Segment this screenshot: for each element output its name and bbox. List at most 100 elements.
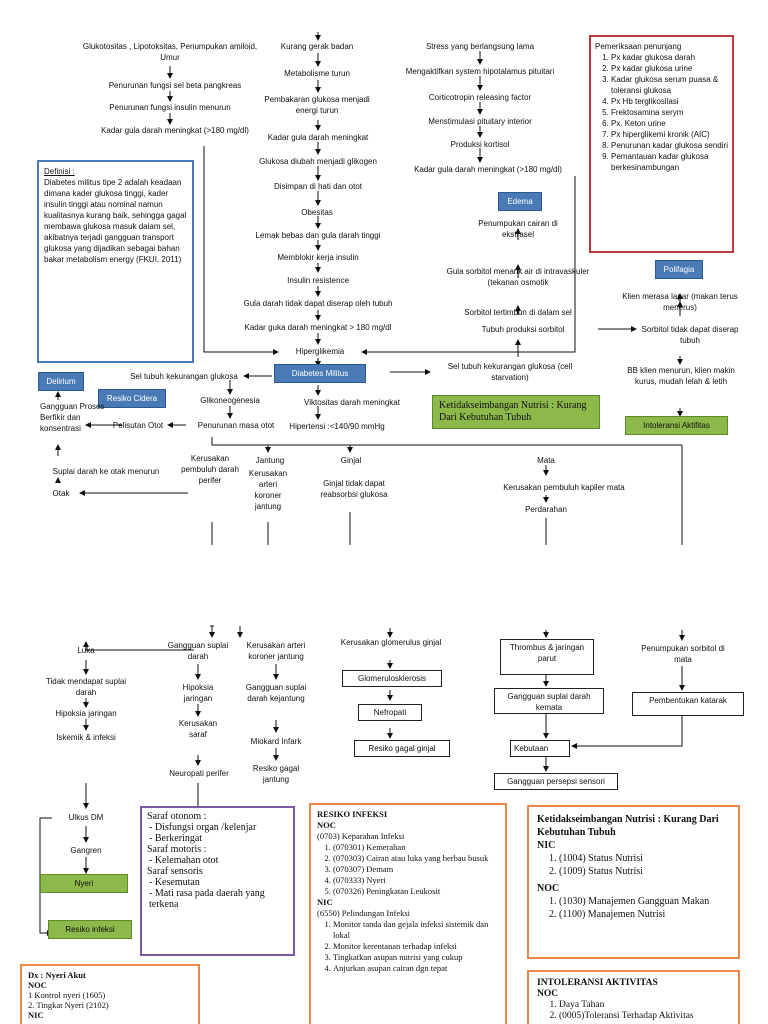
nyeri-nic: NIC: [28, 1010, 44, 1020]
node-katarak: Pembentukan katarak: [632, 692, 744, 716]
node-nefropati: Nefropati: [358, 704, 422, 721]
pemeriksaan-item: Kadar glukosa serum puasa & toleransi gl…: [611, 74, 728, 96]
nyeri-noc: NOC: [28, 980, 47, 990]
infeksi-nic-item: Tingkatkan asupan nutrisi yang cukup: [333, 952, 499, 963]
nutrisi-title: Ketidakseimbangan Nutrisi : Kurang Dari …: [537, 814, 719, 838]
node-hipoksia: Hipoksia jaringan: [182, 683, 214, 703]
node-kadar-gula-3: Kadar gula darah meningkat (>180 mg/dl): [414, 165, 562, 174]
infeksi-nic-list: Monitor tanda dan gejala infeksi sistemi…: [317, 919, 499, 974]
node-bb-menurun: BB klien menurun, klien makin kurus, mud…: [627, 366, 735, 386]
nutrisi-nic-list: (1004) Status Nutrisi(1009) Status Nutri…: [537, 852, 730, 878]
node-sorbitol-tidak: Sorbitol tidak dapat diserap tubuh: [641, 325, 739, 345]
label-polifagia: Polifagia: [655, 260, 703, 279]
panel-definisi: Definisi : Diabetes militus tipe 2 adala…: [37, 160, 194, 363]
node-kerusakan-saraf: Kerusakan saraf: [178, 719, 218, 739]
saraf-sensoris-list: - Kesemutan- Mati rasa pada daerah yang …: [147, 877, 288, 910]
saraf-otonom: Saraf otonom :: [147, 811, 207, 822]
node-jantung: Jantung: [255, 456, 285, 465]
node-gangguan-kejantung: Gangguan suplai darah kejantung: [245, 683, 307, 703]
node-ulkus: Ulkus DM: [68, 813, 104, 822]
node-miokard: Miokard Infark: [250, 737, 302, 746]
infeksi-noc: NOC: [317, 820, 336, 830]
node-perdarahan: Perdarahan: [525, 505, 567, 514]
infeksi-noc-list: (070301) Kemerahan(070303) Cairan atau l…: [317, 842, 499, 897]
saraf-motoris-list: - Kelemahan otot: [147, 855, 288, 866]
node-sorbitol-mata: Penumpukan sorbitol di mata: [641, 644, 725, 664]
node-crf: Corticotropin releasing factor: [428, 93, 532, 102]
node-mata: Mata: [537, 456, 555, 465]
node-hipoksia-jar: Hipoksia jaringan: [55, 709, 117, 718]
node-penurunan-insulin: Penurunan fungsi insulin menurun: [109, 103, 231, 112]
node-glukosa-glikogen: Glukosa diubah menjadi glikogen: [259, 157, 377, 166]
intoleransi-item: Daya Tahan: [559, 1000, 730, 1011]
node-glomerulosklerosis: Glomerulosklerosis: [342, 670, 442, 687]
infeksi-noc-item: (070333) Nyeri: [333, 875, 499, 886]
infeksi-nic-item: Monitor kerentanan terhadap infeksi: [333, 941, 499, 952]
infeksi-noc-item: (070307) Demam: [333, 864, 499, 875]
node-glomerulus: Kerusakan glomerulus ginjal: [340, 638, 442, 647]
nutrisi-nic: NIC: [537, 840, 556, 851]
node-ginjal: Ginjal: [340, 456, 362, 465]
node-gangguan-suplai: Gangguan suplai darah: [167, 641, 229, 661]
node-hipotalamus: Mengaktifkan system hipotalamus pituitar…: [405, 67, 555, 76]
node-kadar-gula-2: Kadar gula darah meningkat: [267, 133, 369, 142]
pemeriksaan-item: Px Hb terglikosilasi: [611, 96, 728, 107]
pemeriksaan-item: Px kadar glukosa urine: [611, 63, 728, 74]
node-kortisol: Produksi kortisol: [450, 140, 510, 149]
node-glikoneogenesia: Glikoneogenesia: [200, 396, 260, 405]
node-otak: Otak: [52, 489, 70, 498]
saraf-item: - Kesemutan: [149, 877, 200, 888]
definisi-title: Definisi :: [44, 167, 75, 176]
infeksi-noc-item: (070301) Kemerahan: [333, 842, 499, 853]
infeksi-nic-item: Monitor tanda dan gejala infeksi sistemi…: [333, 919, 499, 941]
panel-nutrisi: Ketidakseimbangan Nutrisi : Kurang Dari …: [527, 805, 740, 959]
node-resistence: Insulin resistence: [287, 276, 349, 285]
nutrisi-noc-list: (1030) Manajemen Gangguan Makan(1100) Ma…: [537, 895, 730, 921]
node-ginjal-tidak: Ginjal tidak dapat reabsorbsi glukosa: [320, 479, 388, 499]
node-penurunan-otot: Penurunan masa otot: [197, 421, 275, 430]
node-penurunan-beta: Penurunan fungsi sel beta pangkreas: [108, 81, 242, 90]
nyeri-item: 1 Kontrol nyeri (1605): [28, 990, 106, 1000]
label-resiko-infeksi: Resiko infeksi: [48, 920, 132, 939]
panel-pemeriksaan: Pemeriksaan penunjang Px kadar glukosa d…: [589, 35, 734, 253]
infeksi-noc-item: (070326) Peningkatan Leukosit: [333, 886, 499, 897]
node-sel-kurang-kiri: Sel tubuh kekurangan glukosa: [130, 372, 238, 381]
node-perifer: Kerusakan pembuluh darah perifer: [181, 454, 239, 485]
pemeriksaan-item: Frektosamina serym: [611, 107, 728, 118]
nutrisi-nic-item: (1009) Status Nutrisi: [559, 865, 730, 878]
node-luka: Luka: [77, 646, 95, 655]
panel-saraf: Saraf otonom : - Disfungsi organ /kelenj…: [140, 806, 295, 956]
nutrisi-nic-item: (1004) Status Nutrisi: [559, 852, 730, 865]
saraf-otonom-list: - Disfungsi organ /kelenjar- Berkeringat: [147, 822, 288, 844]
node-kapiler: Kerusakan pembuluh kapiler mata: [503, 483, 625, 492]
node-gangguan-proses: Gangguan Proses Berfikir dan konsentrasi: [40, 402, 105, 433]
label-ketidakseimbangan: Ketidakseimbangan Nutrisi : Kurang Dari …: [432, 395, 600, 429]
node-hipertensi: Hipertensi :<140/90 mmHg: [289, 422, 385, 431]
node-kurang-gerak: Kurang gerak badan: [280, 42, 354, 51]
panel-resiko-infeksi: RESIKO INFEKSI NOC (0703) Keparahan Infe…: [309, 803, 507, 1024]
panel-intoleransi: INTOLERANSI AKTIVITAS NOC Daya Tahan(000…: [527, 970, 740, 1024]
intoleransi-noc: NOC: [537, 989, 559, 999]
node-obesitas: Obesitas: [301, 208, 333, 217]
node-persepsi: Gangguan persepsi sensori: [494, 773, 618, 790]
node-sorbitol-tertimbun: Sorbitol tertimbun di dalam sel: [464, 308, 572, 317]
node-kebutaan: Kebutaan: [510, 740, 570, 757]
saraf-motoris: Saraf motoris :: [147, 844, 207, 855]
intoleransi-title: INTOLERANSI AKTIVITAS: [537, 978, 658, 988]
node-pelisutan: Pelisutan Otot: [112, 421, 164, 430]
node-resiko-ginjal: Resiko gagal ginjal: [354, 740, 450, 757]
node-pembakaran: Pembakaran glukosa menjadi energi turun: [264, 95, 370, 115]
node-gangguan-kemata: Gangguan suplai darah kemata: [494, 688, 604, 714]
intoleransi-list: Daya Tahan(0005)Toleransi Terhadap Aktiv…: [537, 1000, 730, 1022]
node-diabetes-militus: Diabetes Militus: [274, 364, 366, 383]
pemeriksaan-title: Pemeriksaan penunjang: [595, 42, 682, 51]
pemeriksaan-item: Px hiperglikemi kronik (AIC): [611, 129, 728, 140]
nyeri-item: 2. Tingkat Nyeri (2102): [28, 1000, 109, 1010]
node-metabolisme: Metabolisme turun: [284, 69, 350, 78]
infeksi-nic-item: Anjurkan asupan cairan dgn tepat: [333, 963, 499, 974]
node-lemak: Lemak bebas dan gula darah tinggi: [255, 231, 381, 240]
node-memblokir: Memblokir kerja insulin: [277, 253, 359, 262]
node-tidak-suplai: Tidak mendapat suplai darah: [45, 677, 127, 697]
node-disimpan: Disimpan di hati dan otot: [273, 182, 363, 191]
definisi-body: Diabetes militus tipe 2 adalah keadaan d…: [44, 178, 187, 264]
